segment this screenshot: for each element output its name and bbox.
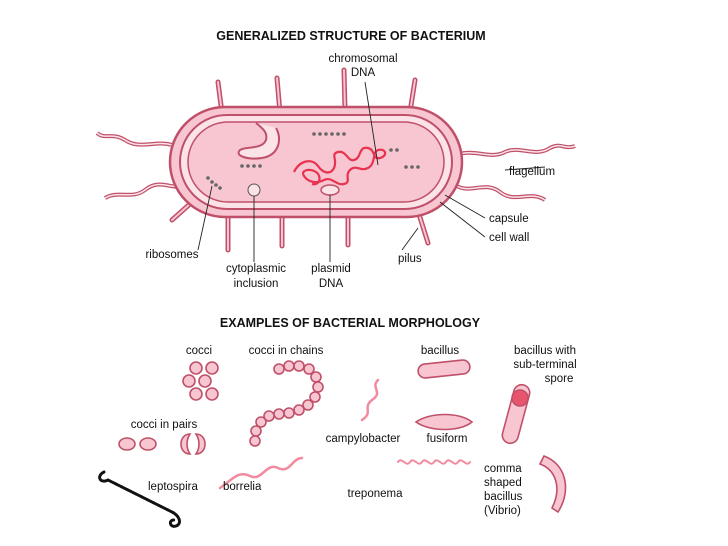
label-comma-3: bacillus: [484, 491, 523, 503]
label-cytoplasmic: cytoplasmic: [226, 263, 286, 275]
label-cocci: cocci: [186, 345, 212, 357]
morphology-heading: EXAMPLES OF BACTERIAL MORPHOLOGY: [220, 316, 481, 330]
cocci-shape: [182, 361, 219, 401]
cytoplasm: [187, 121, 445, 203]
label-comma-2: shaped: [484, 477, 522, 489]
label-ribosomes: ribosomes: [145, 249, 198, 261]
treponema-shape: [397, 459, 471, 465]
label-cocci-pairs: cocci in pairs: [131, 419, 198, 431]
label-borrelia: borrelia: [223, 481, 262, 493]
leader-lines: [197, 81, 546, 262]
borrelia-shape: [218, 456, 304, 490]
spore-bacillus-shape: [501, 383, 531, 445]
fusiform-shape: [414, 413, 474, 431]
label-spore-2: sub-terminal: [513, 359, 576, 371]
mesosome: [237, 122, 280, 160]
label-campylobacter: campylobacter: [326, 433, 401, 445]
bacterium-cell: [95, 67, 576, 253]
label-spore-3: spore: [545, 373, 574, 385]
leptospira-shape: [98, 470, 181, 528]
bacillus-shape: [417, 359, 471, 379]
label-cocci-chains: cocci in chains: [249, 345, 324, 357]
label-capsule: capsule: [489, 213, 529, 225]
label-plasmid-dna: DNA: [319, 278, 344, 290]
plasmid: [320, 184, 340, 196]
chromosomal-dna: [293, 146, 387, 186]
label-chromosomal-dna: DNA: [351, 67, 376, 79]
morphology-labels: cocci cocci in chains bacillus bacillus …: [131, 345, 577, 517]
cocci-chains-shape: [249, 360, 324, 447]
ribosomes-group: [206, 132, 420, 190]
label-chromosomal: chromosomal: [328, 53, 397, 65]
label-comma-4: (Vibrio): [484, 505, 521, 517]
morphology-shapes: [118, 359, 567, 514]
label-cell-wall: cell wall: [489, 232, 529, 244]
structure-labels: chromosomal DNA flagellum capsule cell w…: [145, 53, 555, 290]
cocci-pairs-shape: [118, 433, 206, 455]
label-pilus: pilus: [398, 253, 422, 265]
label-bacillus: bacillus: [421, 345, 460, 357]
label-inclusion: inclusion: [234, 278, 279, 290]
structure-heading: GENERALIZED STRUCTURE OF BACTERIUM: [216, 29, 485, 43]
comma-shape: [538, 455, 567, 514]
label-fusiform: fusiform: [427, 433, 468, 445]
label-treponema: treponema: [348, 488, 404, 500]
spiral-shapes: [98, 378, 471, 528]
cytoplasmic-inclusion: [247, 183, 261, 197]
label-leptospira: leptospira: [148, 481, 198, 493]
label-spore-1: bacillus with: [514, 345, 576, 357]
label-comma-1: comma: [484, 463, 522, 475]
campylobacter-shape: [360, 378, 380, 422]
label-flagellum: flagellum: [509, 166, 555, 178]
label-plasmid: plasmid: [311, 263, 351, 275]
